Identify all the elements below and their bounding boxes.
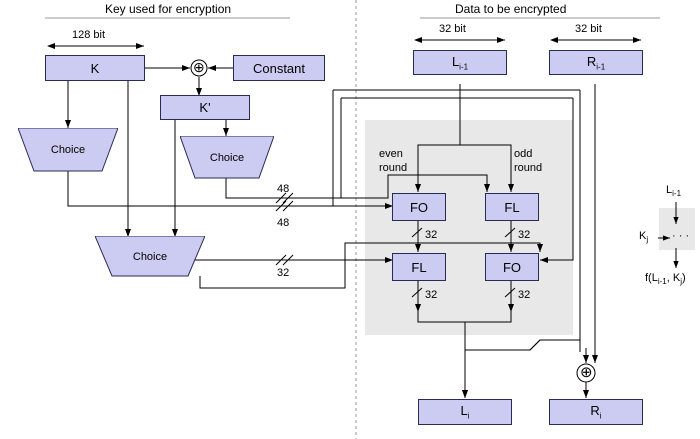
legend-bottom-f: f(L	[645, 272, 658, 284]
box-fl-1-label: FL	[504, 199, 520, 215]
box-k-label: K	[90, 60, 100, 76]
header-right: Data to be encrypted	[455, 2, 567, 16]
legend-key-text: K	[639, 230, 647, 242]
choice-3[interactable]: Choice	[95, 236, 205, 277]
label-even-round-line2: round	[379, 162, 408, 174]
box-k-prime[interactable]: K'	[160, 95, 250, 120]
box-r-in[interactable]: Ri-1	[549, 50, 643, 75]
box-l-in-label: L	[451, 53, 460, 69]
choice-3-label: Choice	[132, 250, 168, 263]
xor-output-icon: ⊕	[580, 364, 593, 381]
choice-2-label: Choice	[209, 151, 245, 164]
round-panel	[365, 120, 573, 335]
label-32-fo1: 32	[425, 229, 438, 241]
box-fo-2-label: FO	[502, 259, 522, 275]
legend-dots: · · ·	[672, 230, 690, 242]
box-r-in-label: R	[586, 53, 597, 69]
legend-key-label: Kj	[639, 230, 648, 244]
box-r-out-sub: i	[599, 411, 602, 421]
legend-key-sub: j	[646, 235, 649, 245]
label-128-bit: 128 bit	[72, 29, 106, 41]
box-fl-2-label: FL	[411, 259, 427, 275]
box-fo-1-label: FO	[409, 199, 429, 215]
box-fl-1[interactable]: FL	[485, 193, 539, 221]
box-l-in[interactable]: Li-1	[413, 50, 507, 75]
box-l-out[interactable]: Li	[418, 399, 512, 425]
box-k[interactable]: K	[45, 55, 145, 81]
box-r-out[interactable]: Ri	[549, 399, 643, 425]
legend-bottom-sub2: j	[680, 277, 682, 287]
legend-panel	[659, 208, 695, 250]
header-left: Key used for encryption	[105, 2, 232, 16]
box-fo-1[interactable]: FO	[392, 193, 446, 221]
xor-key-icon: ⊕	[193, 59, 205, 75]
label-32-fl2: 32	[425, 289, 438, 301]
legend-bottom-mid: , K	[666, 272, 681, 284]
label-odd-round-line2: round	[514, 162, 543, 174]
box-l-out-sub: i	[467, 411, 470, 421]
legend-top-sub: i-1	[672, 189, 682, 199]
legend-bottom-label: f(Li-1, Kj)	[645, 272, 686, 286]
label-32-bit-right: 32 bit	[575, 23, 602, 35]
legend-bottom-end: )	[681, 272, 686, 284]
box-constant[interactable]: Constant	[233, 55, 325, 81]
box-constant-label: Constant	[252, 60, 306, 76]
box-r-in-sub: i-1	[596, 62, 606, 72]
box-k-prime-label: K'	[199, 100, 211, 115]
label-odd-round-line1: odd	[514, 148, 533, 160]
label-32-fl1: 32	[518, 229, 531, 241]
label-48-a: 48	[277, 183, 290, 195]
box-l-in-sub: i-1	[459, 62, 469, 72]
legend-bottom-sub1: i-1	[657, 277, 667, 287]
label-even-round-line1: even	[379, 148, 403, 160]
legend-top-label: Li-1	[666, 184, 681, 198]
label-32-fo2: 32	[518, 289, 531, 301]
box-fo-2[interactable]: FO	[485, 253, 539, 281]
box-r-out-label: R	[590, 403, 600, 419]
box-l-out-label: L	[460, 403, 468, 419]
choice-1[interactable]: Choice	[18, 128, 118, 172]
label-32-choice: 32	[277, 267, 290, 279]
box-fl-2[interactable]: FL	[392, 253, 446, 281]
legend-top-text: L	[666, 184, 673, 196]
label-32-bit-left: 32 bit	[439, 23, 466, 35]
choice-1-label: Choice	[50, 144, 86, 156]
choice-2[interactable]: Choice	[180, 136, 274, 179]
label-48-b: 48	[277, 217, 290, 229]
